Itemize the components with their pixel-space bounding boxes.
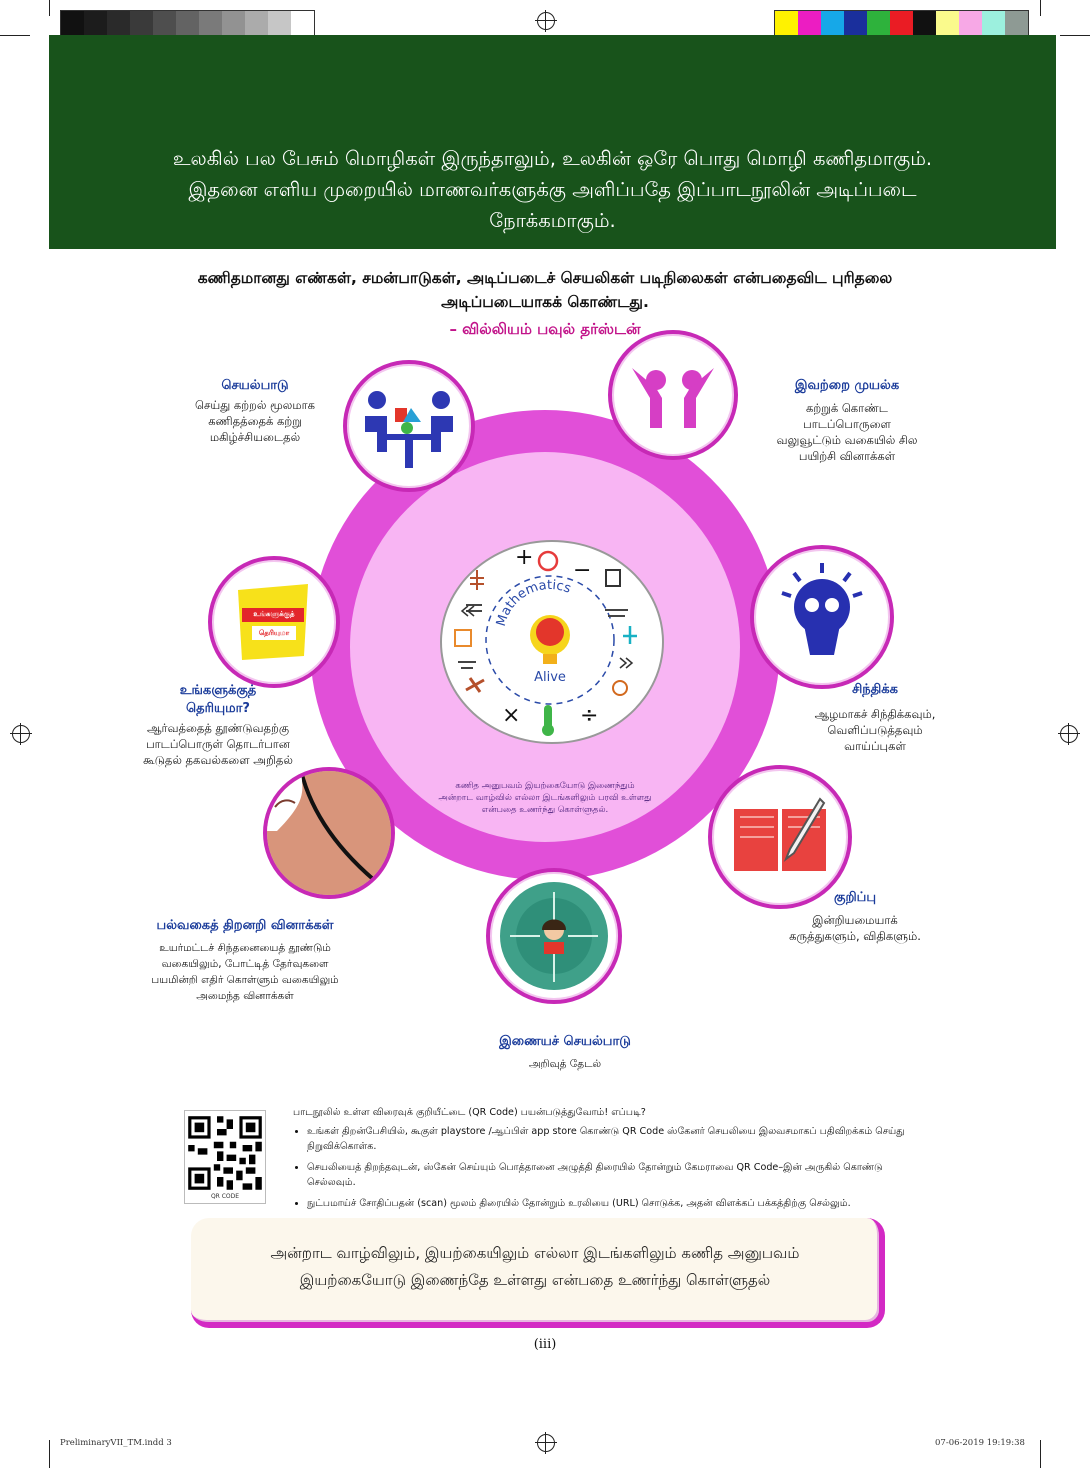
- crop-mark: [49, 0, 50, 16]
- activity-label: செயல்பாடு செய்து கற்றல் மூலமாக கணிதத்தைக…: [170, 378, 340, 445]
- crop-mark: [1040, 0, 1041, 16]
- intro-line: நோக்கமாகும்.: [489, 209, 616, 232]
- did-you-know-circle: உங்களுக்குத் தெரியுமா: [208, 556, 340, 688]
- feature-title: உங்களுக்குத் தெரியுமா?: [179, 683, 257, 716]
- qr-steps: உங்கள் திறன்பேசியில், கூகுள் playstore /…: [293, 1124, 933, 1211]
- qr-code: QR CODE: [184, 1110, 266, 1204]
- summary-box: அன்றாட வாழ்விலும், இயற்கையிலும் எல்லா இட…: [191, 1218, 885, 1328]
- intro-line: இதனை எளிய முறையில் மாணவர்களுக்கு அளிப்பத…: [188, 178, 917, 201]
- summary-text: அன்றாட வாழ்விலும், இயற்கையிலும் எல்லா இட…: [191, 1240, 879, 1294]
- svg-text:×: ×: [502, 703, 520, 728]
- feature-desc: கற்றுக் கொண்ட பாடப்பொருளை வலுவூட்டும் வக…: [776, 401, 918, 463]
- feature-desc: செய்து கற்றல் மூலமாக கணிதத்தைக் கற்று மக…: [195, 398, 315, 444]
- registration-mark-icon: [535, 10, 557, 32]
- intro-line: உலகில் பல பேசும் மொழிகள் இருந்தாலும், உல…: [172, 147, 933, 170]
- feature-title: இணையச் செயல்பாடு: [499, 1034, 631, 1049]
- qr-code-icon: [188, 1116, 262, 1190]
- crop-mark: [49, 1440, 50, 1468]
- lightbulb-icon: [781, 563, 863, 655]
- feature-desc: அறிவுத் தேடல்: [528, 1058, 602, 1070]
- svg-text:+: +: [515, 545, 533, 570]
- qr-instructions: பாடநூலில் உள்ள விரைவுக் குறியீட்டை (QR C…: [293, 1105, 933, 1217]
- ict-circle: [486, 868, 622, 1004]
- feature-desc: இன்றியமையாக் கருத்துகளும், விதிகளும்.: [789, 913, 921, 943]
- page-number: (iii): [533, 1337, 557, 1352]
- thinking-face-icon: [267, 771, 391, 895]
- registration-mark-icon: [1058, 723, 1080, 745]
- svg-text:−: −: [573, 558, 591, 583]
- registration-mark-icon: [535, 1432, 557, 1454]
- quote: கணிதமானது எண்கள், சமன்பாடுகள், அடிப்படைச…: [120, 266, 970, 314]
- try-these-circle: [608, 330, 738, 460]
- try-these-label: இவற்றை முயல்க கற்றுக் கொண்ட பாடப்பொருளை …: [762, 378, 932, 464]
- cmyk-color-bar: [774, 10, 1029, 38]
- note-label: குறிப்பு இன்றியமையாக் கருத்துகளும், விதி…: [770, 890, 940, 944]
- think-circle: [750, 545, 894, 689]
- alive-label: Alive: [534, 670, 566, 685]
- crop-mark: [1040, 1440, 1041, 1468]
- crop-mark: [1060, 35, 1090, 36]
- mathematics-arc-label: Mathematics: [494, 578, 573, 628]
- did-you-know-label: உங்களுக்குத் தெரியுமா? ஆர்வத்தைத் தூண்டு…: [128, 682, 308, 768]
- activity-icon: [365, 391, 453, 468]
- cheering-people-icon: [632, 368, 714, 428]
- crop-mark: [0, 35, 30, 36]
- svg-text:Mathematics: Mathematics: [494, 578, 573, 628]
- did-you-know-badge-icon: [238, 584, 308, 660]
- feature-desc: உயர்மட்டச் சிந்தனையைத் தூண்டும் வகையிலும…: [151, 942, 339, 1002]
- qr-caption: QR CODE: [210, 1193, 240, 1200]
- qr-step: உங்கள் திறன்பேசியில், கூகுள் playstore /…: [307, 1124, 933, 1154]
- slug-filename: PreliminaryVII_TM.indd 3: [60, 1438, 172, 1448]
- feature-title: சிந்திக்க: [852, 682, 898, 697]
- think-label: சிந்திக்க ஆழமாகச் சிந்திக்கவும், வெளிப்ப…: [790, 682, 960, 754]
- qr-heading: பாடநூலில் உள்ள விரைவுக் குறியீட்டை (QR C…: [293, 1107, 646, 1118]
- intro-text: உலகில் பல பேசும் மொழிகள் இருந்தாலும், உல…: [49, 143, 1056, 236]
- summary-line: இயற்கையோடு இணைந்தே உள்ளது என்பதை உணர்ந்த…: [299, 1271, 771, 1289]
- slug-timestamp: 07-06-2019 19:19:38: [935, 1438, 1025, 1448]
- intro-banner: உலகில் பல பேசும் மொழிகள் இருந்தாலும், உல…: [49, 35, 1056, 249]
- qr-step: செயலியைத் திறந்தவுடன், ஸ்கேன் செய்யும் ப…: [307, 1160, 933, 1190]
- activity-circle: [343, 360, 475, 492]
- feature-title: பல்வகைத் திறனறி வினாக்கள்: [156, 918, 334, 933]
- svg-text:÷: ÷: [580, 703, 598, 728]
- quote-line: கணிதமானது எண்கள், சமன்பாடுகள், அடிப்படைச…: [197, 269, 893, 287]
- quote-line: அடிப்படையாகக் கொண்டது.: [441, 293, 649, 311]
- open-book-pen-icon: [734, 797, 826, 871]
- feature-desc: ஆழமாகச் சிந்திக்கவும், வெளிப்படுத்தவும் …: [814, 707, 936, 753]
- grayscale-color-bar: [60, 10, 315, 38]
- network-globe-icon: [500, 882, 608, 990]
- registration-mark-icon: [10, 723, 32, 745]
- mcq-label: பல்வகைத் திறனறி வினாக்கள் உயர்மட்டச் சிந…: [130, 918, 360, 1004]
- badge-line-2: தெரியுமா: [258, 629, 290, 637]
- qr-step: நுட்பமாய்ச் சோதிப்பதன் (scan) மூலம் திரை…: [307, 1196, 933, 1211]
- center-note: கணித அனுபவம் இயற்கையோடு இணைந்தும் அன்றாட…: [438, 781, 652, 815]
- mathematics-label: Mathematics: [494, 578, 573, 628]
- center-icons: + − × ÷: [454, 545, 637, 736]
- quote-author: – வில்லியம் பவுல் தர்ஸ்டன்: [449, 320, 641, 338]
- feature-title: இவற்றை முயல்க: [794, 378, 900, 393]
- ict-label: இணையச் செயல்பாடு அறிவுத் தேடல்: [470, 1034, 660, 1072]
- note-circle: [708, 765, 852, 909]
- summary-line: அன்றாட வாழ்விலும், இயற்கையிலும் எல்லா இட…: [270, 1244, 800, 1262]
- feature-title: செயல்பாடு: [221, 378, 289, 393]
- feature-title: குறிப்பு: [833, 890, 876, 905]
- badge-line-1: உங்களுக்குத்: [253, 610, 295, 618]
- feature-desc: ஆர்வத்தைத் தூண்டுவதற்கு பாடப்பொருள் தொடர…: [143, 721, 293, 767]
- mcq-circle: [263, 767, 395, 899]
